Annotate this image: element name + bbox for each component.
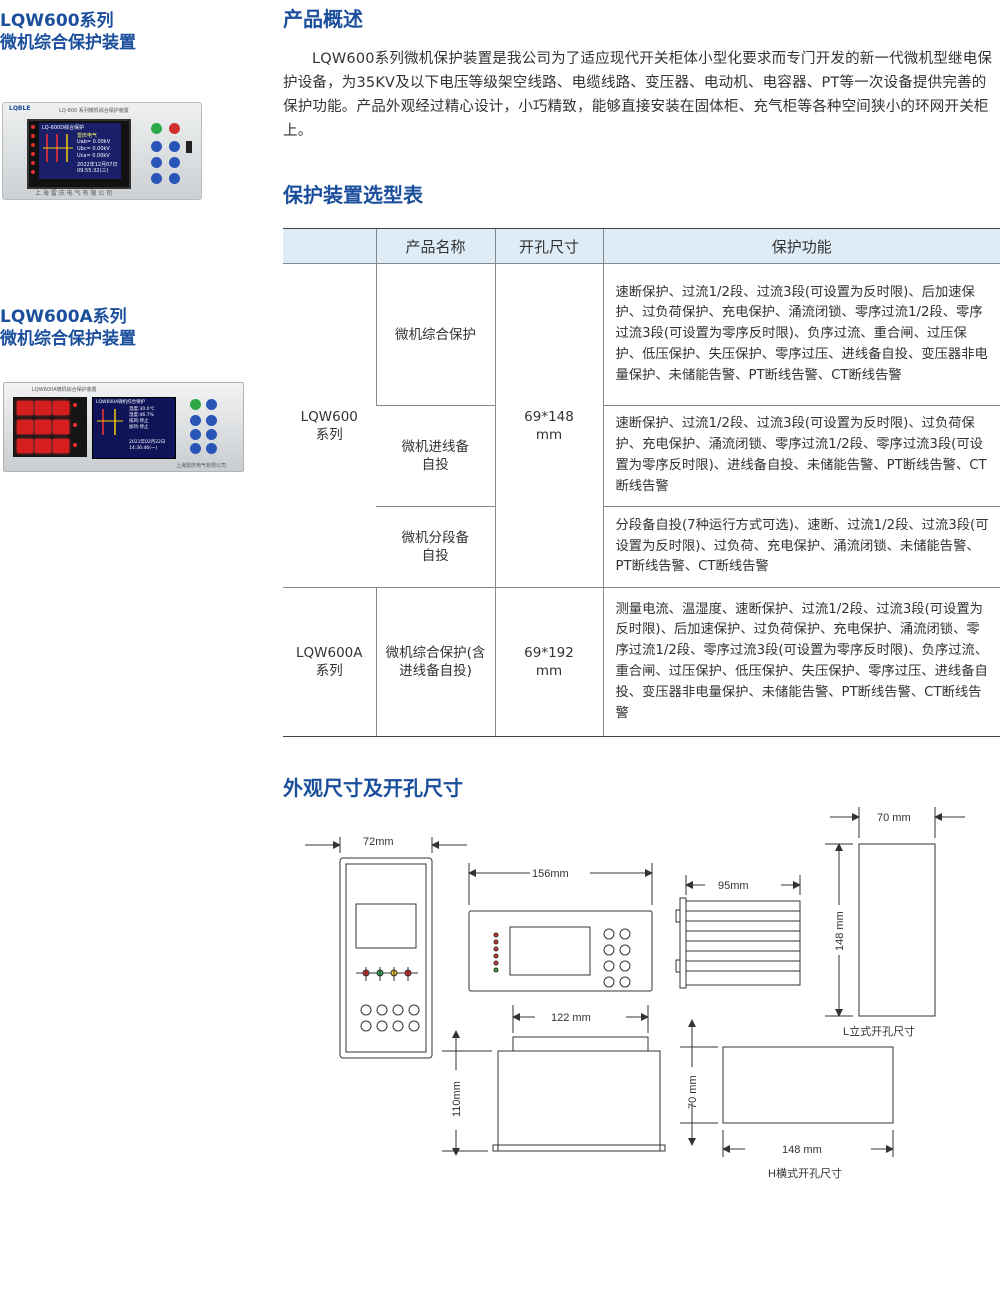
device1-key-3	[151, 157, 162, 168]
series2-title: LQW600A系列 微机综合保护装置	[0, 306, 136, 350]
side-view	[675, 897, 801, 989]
series1-title-line2: 微机综合保护装置	[0, 33, 136, 53]
device2-segment-display	[13, 397, 87, 457]
h-cutout-rect	[722, 1046, 894, 1124]
device1-lcd-title: LQ-600D综合保护	[42, 125, 85, 131]
cell-lqw600a-series: LQW600A系列	[283, 587, 376, 737]
table-row: 微机进线备自投 速断保护、过流1/2段、过流3段(可设置为反时限)、过负荷保护、…	[283, 405, 1000, 507]
device2-lcd-title: LQW600A微机综合保护	[96, 400, 146, 405]
selection-title: 保护装置选型表	[283, 183, 423, 207]
device1-lcd-line1: Uab= 0.00kV	[77, 139, 111, 145]
dim-95: 95mm	[718, 880, 749, 892]
device1-lcd-single-line-diagram	[43, 134, 73, 162]
device1-lcd-datetime: 2022年12月07日 09:55:32(三)	[77, 162, 117, 174]
device2-key-3	[190, 429, 201, 440]
device1-lcd-brand: 雷庆电气	[77, 133, 98, 139]
cell-lqw600a-func: 测量电流、温湿度、速断保护、过流1/2段、过流3段(可设置为反时限)、后加速保护…	[602, 587, 1000, 737]
device1-lcd-readings: Uab= 0.00kV Ubc= 0.00kV Uca= 0.00kV	[77, 139, 110, 160]
device2-lcd-line3: 排风:停止	[129, 419, 149, 424]
l-cutout-rect	[858, 843, 936, 1017]
dim-70-vertical: 70 mm	[687, 1075, 699, 1109]
device2-key-5	[190, 443, 201, 454]
top-view	[492, 1036, 666, 1152]
cell-name: 微机综合保护	[375, 263, 495, 406]
label-l-cutout: L立式开孔尺寸	[843, 1024, 915, 1038]
device1-footer: 上 海 雷 庆 电 气 有 限 公 司	[35, 190, 113, 197]
device1-lcd-line3: Uca= 0.00kV	[77, 153, 110, 159]
cell-func: 分段备自投(7种运行方式可选)、速断、过流1/2段、过流3段(可设置为反时限)、…	[602, 506, 1000, 588]
dim-148-horizontal: 148 mm	[782, 1144, 822, 1156]
header-cutout-size: 开孔尺寸	[494, 228, 603, 264]
device1-cancel-button	[169, 123, 180, 134]
cell-lqw600-cutout: 69*148 mm	[494, 263, 603, 588]
table-row: 微机分段备自投 分段备自投(7种运行方式可选)、速断、过流1/2段、过流3段(可…	[283, 506, 1000, 588]
device2-lcd: LQW600A微机综合保护 温度:30.0℃ 湿度:46.7% 排风:停止 加热…	[92, 397, 176, 459]
device1-key-1	[151, 141, 162, 152]
dim-122: 122 mm	[551, 1012, 591, 1024]
cell-lqw600a-name: 微机综合保护(含进线备自投)	[375, 587, 495, 737]
device1-key-5	[151, 173, 162, 184]
device1-key-2	[169, 141, 180, 152]
cell-lqw600a-cutout: 69*192 mm	[494, 587, 603, 737]
overview-paragraph: LQW600系列微机保护装置是我公司为了适应现代开关柜体小型化要求而专门开发的新…	[283, 51, 993, 139]
cell-name: 微机进线备自投	[376, 405, 495, 507]
table-header-row: 产品名称 开孔尺寸 保护功能	[283, 228, 1000, 264]
dimensions-title: 外观尺寸及开孔尺寸	[283, 776, 463, 800]
label-h-cutout: H横式开孔尺寸	[768, 1166, 842, 1180]
dim-70: 70 mm	[877, 812, 911, 824]
lqw600-device-image: LQBLE LQ-600 系列微机综合保护装置 LQ-600D综合保护 雷庆电气…	[2, 102, 202, 200]
device1-key-4	[169, 157, 180, 168]
device2-lcd-time: 14:36:46(一)	[129, 446, 158, 451]
horizontal-front-view	[468, 910, 653, 992]
device2-lcd-readings: 温度:30.0℃ 湿度:46.7% 排风:停止 加热:停止	[129, 407, 155, 431]
device1-lcd-line2: Ubc= 0.00kV	[77, 146, 110, 152]
dim-72: 72mm	[363, 836, 394, 848]
overview-title: 产品概述	[283, 7, 363, 31]
device2-key-7	[206, 399, 217, 410]
cell-func: 速断保护、过流1/2段、过流3段(可设置为反时限)、后加速保护、过负荷保护、充电…	[602, 263, 1000, 406]
device2-key-6	[206, 443, 217, 454]
device1-lcd: LQ-600D综合保护 雷庆电气 Uab= 0.00kV Ubc= 0.00kV…	[39, 123, 121, 179]
device1-lcd-date: 2022年12月07日	[77, 162, 118, 168]
device1-confirm-button	[151, 123, 162, 134]
device1-lcd-time: 09:55:32(三)	[77, 168, 109, 174]
device2-header: LQW600A微机综合保护装置	[32, 387, 97, 393]
selection-table: 产品名称 开孔尺寸 保护功能 LQW600系列 微机综合保护 69*148 mm…	[283, 228, 1000, 737]
device2-lcd-line4: 加热:停止	[129, 425, 149, 430]
device-logo: LQBLE	[9, 105, 31, 112]
lqw600a-device-image: LQW600A微机综合保护装置 LQW600A微机综合保护 温度:30.0℃ 湿…	[3, 382, 244, 472]
series1-title-line1: LQW600系列	[0, 11, 114, 31]
device2-key-1	[190, 415, 201, 426]
header-product-name: 产品名称	[375, 228, 495, 264]
dimension-drawing: 72mm 156mm 95mm 70 mm 148 mm 122 mm 110m…	[305, 807, 965, 1180]
device2-lcd-single-line-diagram	[97, 409, 123, 435]
device2-key-2	[206, 415, 217, 426]
dim-156: 156mm	[532, 868, 569, 880]
series1-title: LQW600系列 微机综合保护装置	[0, 10, 136, 54]
header-series	[283, 228, 376, 264]
device2-lcd-line2: 湿度:46.7%	[129, 413, 154, 418]
series2-title-line2: 微机综合保护装置	[0, 329, 136, 349]
dim-148-vertical: 148 mm	[834, 911, 846, 951]
dim-110: 110mm	[451, 1081, 463, 1117]
device2-lcd-datetime: 2021年02月22日 14:36:46(一)	[129, 440, 165, 452]
device1-port	[186, 141, 192, 153]
table-row: LQW600系列 微机综合保护 69*148 mm 速断保护、过流1/2段、过流…	[283, 263, 1000, 588]
cell-name: 微机分段备自投	[376, 506, 495, 588]
device2-key-4	[206, 429, 217, 440]
device1-header: LQ-600 系列微机综合保护装置	[59, 108, 129, 114]
series2-title-line1: LQW600A系列	[0, 307, 127, 327]
cell-func: 速断保护、过流1/2段、过流3段(可设置为反时限)、过负荷保护、充电保护、涌流闭…	[602, 405, 1000, 507]
vertical-front-view	[339, 857, 433, 1059]
device2-lcd-date: 2021年02月22日	[129, 440, 166, 445]
cell-lqw600-series: LQW600系列	[283, 263, 376, 588]
header-protection-function: 保护功能	[602, 228, 1000, 264]
device2-lcd-line1: 温度:30.0℃	[129, 407, 155, 412]
device2-confirm-button	[190, 399, 201, 410]
device1-key-6	[169, 173, 180, 184]
device2-footer: 上海雷庆电气有限公司	[176, 463, 227, 469]
table-row: LQW600A系列 微机综合保护(含进线备自投) 69*192 mm 测量电流、…	[283, 587, 1000, 737]
